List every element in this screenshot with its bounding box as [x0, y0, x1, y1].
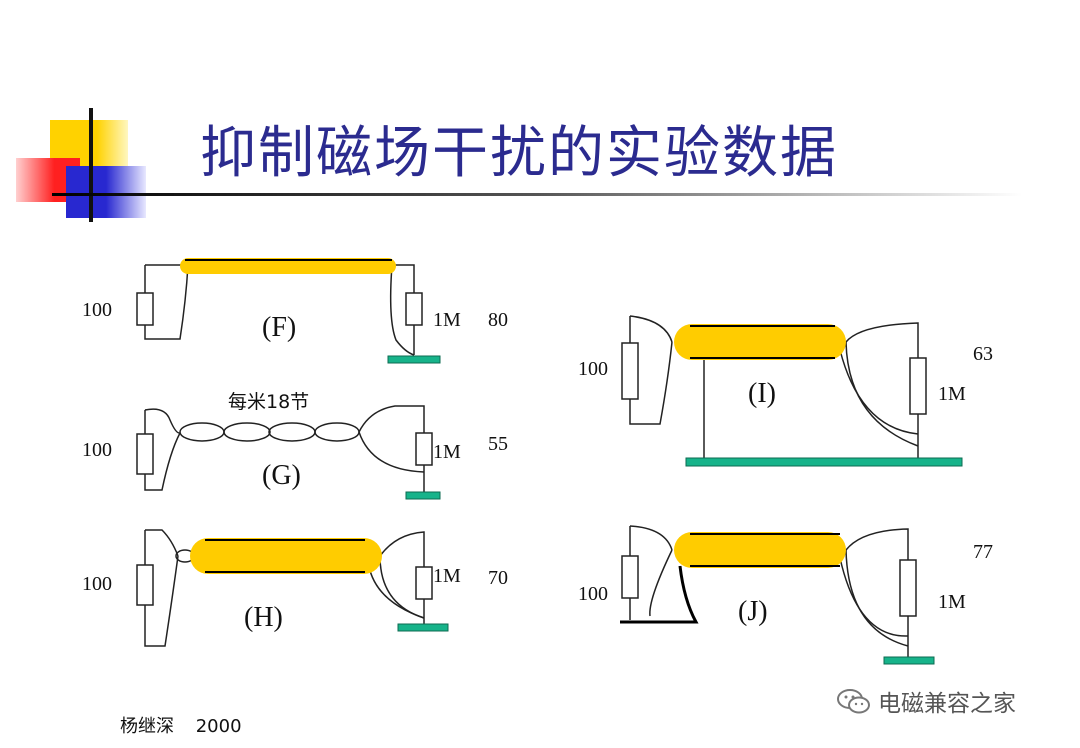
- author-name: 杨继深: [120, 716, 174, 737]
- f-value: 80: [488, 309, 508, 331]
- wechat-icon: [837, 689, 870, 714]
- ground-bar-j: [883, 656, 935, 665]
- logo-blue-square: [66, 166, 146, 218]
- shield-i: [674, 324, 846, 360]
- g-source-resistor-label: 100: [82, 439, 112, 461]
- f-load-resistor-label: 1M: [433, 309, 461, 331]
- title-rule: [52, 193, 1022, 196]
- j-value: 77: [973, 541, 993, 563]
- j-caption: (J): [738, 596, 768, 627]
- h-caption: (H): [244, 602, 283, 633]
- f-caption: (F): [262, 312, 296, 343]
- h-value: 70: [488, 567, 508, 589]
- diagram-g: [136, 405, 433, 492]
- h-load-resistor-label: 1M: [433, 565, 461, 587]
- ground-bar-g: [405, 491, 441, 500]
- logo-vertical-line: [89, 108, 93, 222]
- f-source-resistor-label: 100: [82, 299, 112, 321]
- g-caption: (G): [262, 460, 301, 491]
- page-title: 抑制磁场干扰的实验数据: [200, 121, 838, 186]
- j-load-resistor-label: 1M: [938, 591, 966, 613]
- g-value: 55: [488, 433, 508, 455]
- i-load-resistor-label: 1M: [938, 383, 966, 405]
- g-load-resistor-label: 1M: [433, 441, 461, 463]
- watermark: 电磁兼容之家: [836, 684, 1016, 718]
- author-year: 2000: [195, 716, 242, 737]
- watermark-text: 电磁兼容之家: [878, 691, 1016, 717]
- i-source-resistor-label: 100: [578, 358, 608, 380]
- i-value: 63: [973, 343, 993, 365]
- j-source-resistor-label: 100: [578, 583, 608, 605]
- shield-h: [190, 538, 382, 574]
- shield-j: [674, 532, 846, 568]
- ground-bar-i: [685, 457, 963, 467]
- footer-author: 杨继深 2000: [120, 712, 258, 738]
- h-source-resistor-label: 100: [82, 573, 112, 595]
- shield-f: [180, 258, 396, 274]
- ground-bar-h: [397, 623, 449, 632]
- ground-bar-f: [387, 355, 441, 364]
- i-caption: (I): [748, 378, 776, 409]
- g-note: 每米18节: [228, 391, 309, 413]
